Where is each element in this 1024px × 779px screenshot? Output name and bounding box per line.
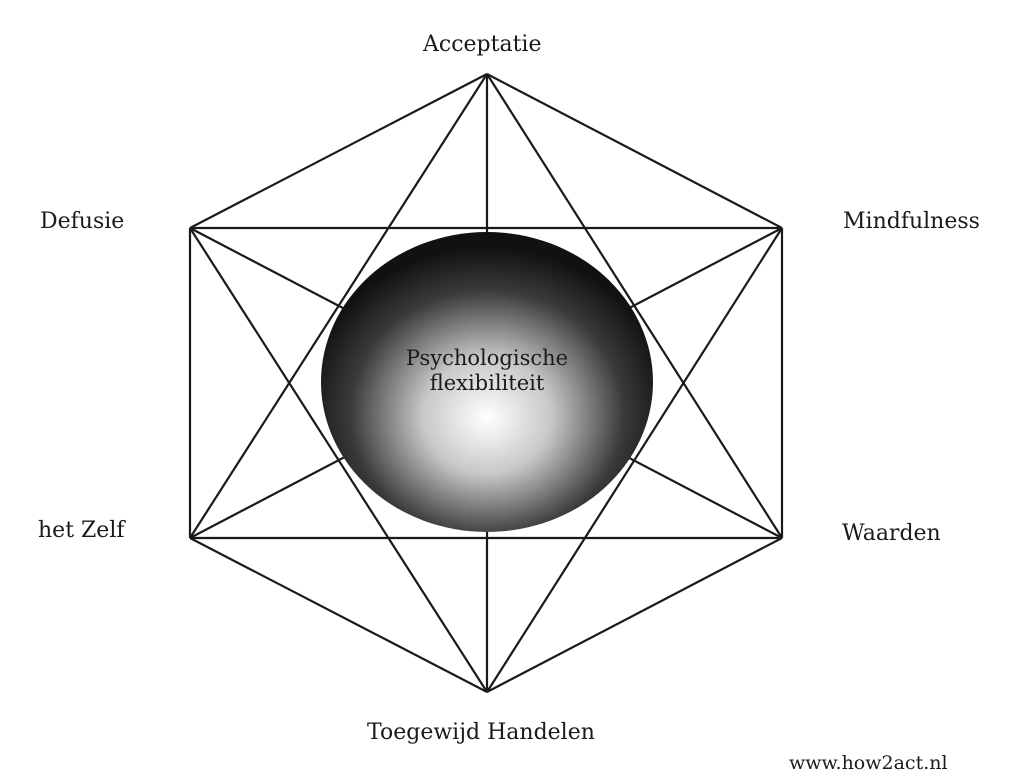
node-label-acceptatie: Acceptatie [423, 32, 542, 57]
node-label-het-zelf: het Zelf [38, 518, 125, 543]
node-label-defusie: Defusie [40, 209, 125, 234]
edge-top-upper_right [486, 73, 783, 229]
center-label-line1: Psychologische [405, 346, 569, 370]
center-label: Psychologische flexibiliteit [337, 346, 637, 396]
hexaflex-edges [188, 73, 784, 693]
edge-top-upper_left [189, 73, 488, 229]
edge-bottom-lower_left [189, 537, 488, 693]
node-label-toegewijd-handelen: Toegewijd Handelen [367, 720, 595, 745]
center-label-line2: flexibiliteit [429, 371, 545, 396]
edge-lower_right-bottom [486, 537, 783, 693]
node-label-mindfulness: Mindfulness [843, 209, 980, 234]
edge-bottom-upper_left [189, 227, 488, 693]
center-sphere [321, 232, 653, 532]
website-credit: www.how2act.nl [789, 752, 948, 774]
node-label-waarden: Waarden [842, 521, 941, 546]
